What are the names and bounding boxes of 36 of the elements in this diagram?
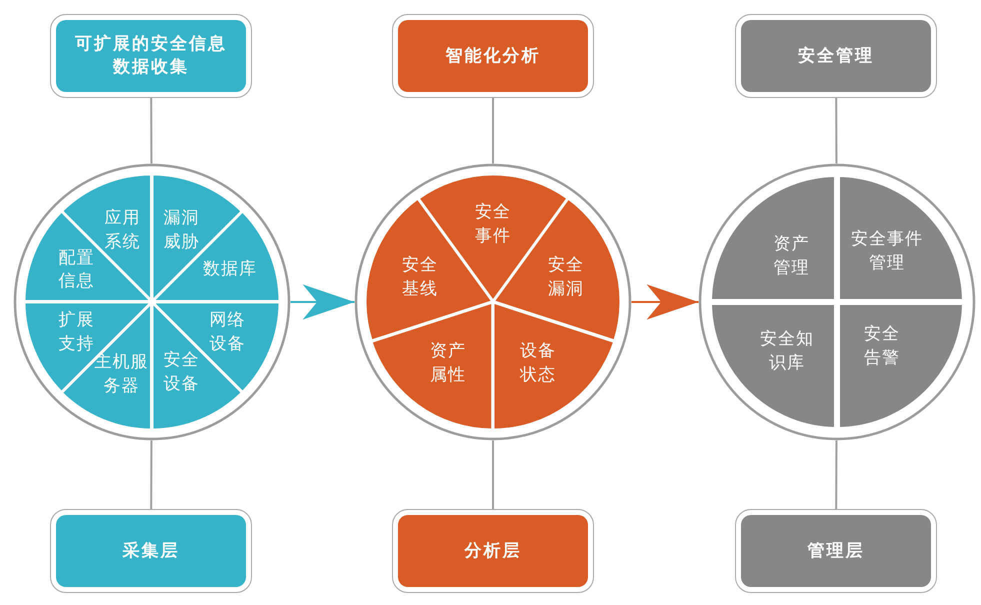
box-title: 管理层: [808, 540, 864, 562]
connector-line: [835, 440, 838, 509]
box-title: 智能化分析: [446, 44, 540, 68]
segment-label: 安全基线: [400, 254, 439, 302]
segment-label: 资产属性: [428, 340, 467, 388]
layer-box: [50, 509, 252, 593]
segment-label: 设备状态: [518, 340, 558, 388]
layer-box: [735, 14, 937, 98]
connector-line: [150, 440, 152, 509]
connector-line: [150, 98, 152, 164]
box-title: 可扩展的安全信息数据收集: [74, 33, 228, 79]
segment-label: 安全事件管理: [850, 228, 924, 276]
layer-box: [392, 509, 594, 593]
chevron-arrow: [632, 284, 698, 320]
box-title: 分析层: [464, 540, 522, 562]
layer-box: [50, 14, 252, 98]
connector-line: [835, 98, 838, 164]
segment-label: 资产管理: [772, 232, 811, 280]
segment-label: 安全告警: [863, 323, 902, 370]
segment-label: 网络设备: [208, 310, 247, 356]
segment-label: 安全知识库: [759, 328, 816, 375]
segment-label: 安全设备: [162, 349, 200, 396]
box-title: 安全管理: [798, 44, 874, 68]
segment-label: 数据库: [202, 258, 258, 281]
chevron-arrow: [290, 284, 354, 320]
segment-label: 安全漏洞: [547, 254, 586, 302]
connector-line: [492, 98, 494, 164]
box-title: 采集层: [122, 540, 180, 562]
connector-line: [492, 440, 494, 509]
segment-label: 配置信息: [57, 246, 96, 294]
layer-box: [392, 14, 594, 98]
segment-label: 漏洞威胁: [162, 207, 200, 254]
segment-label: 扩展支持: [57, 310, 94, 356]
segment-label: 应用系统: [104, 207, 142, 254]
segment-label: 安全事件: [474, 201, 512, 248]
layer-box: [735, 509, 937, 593]
